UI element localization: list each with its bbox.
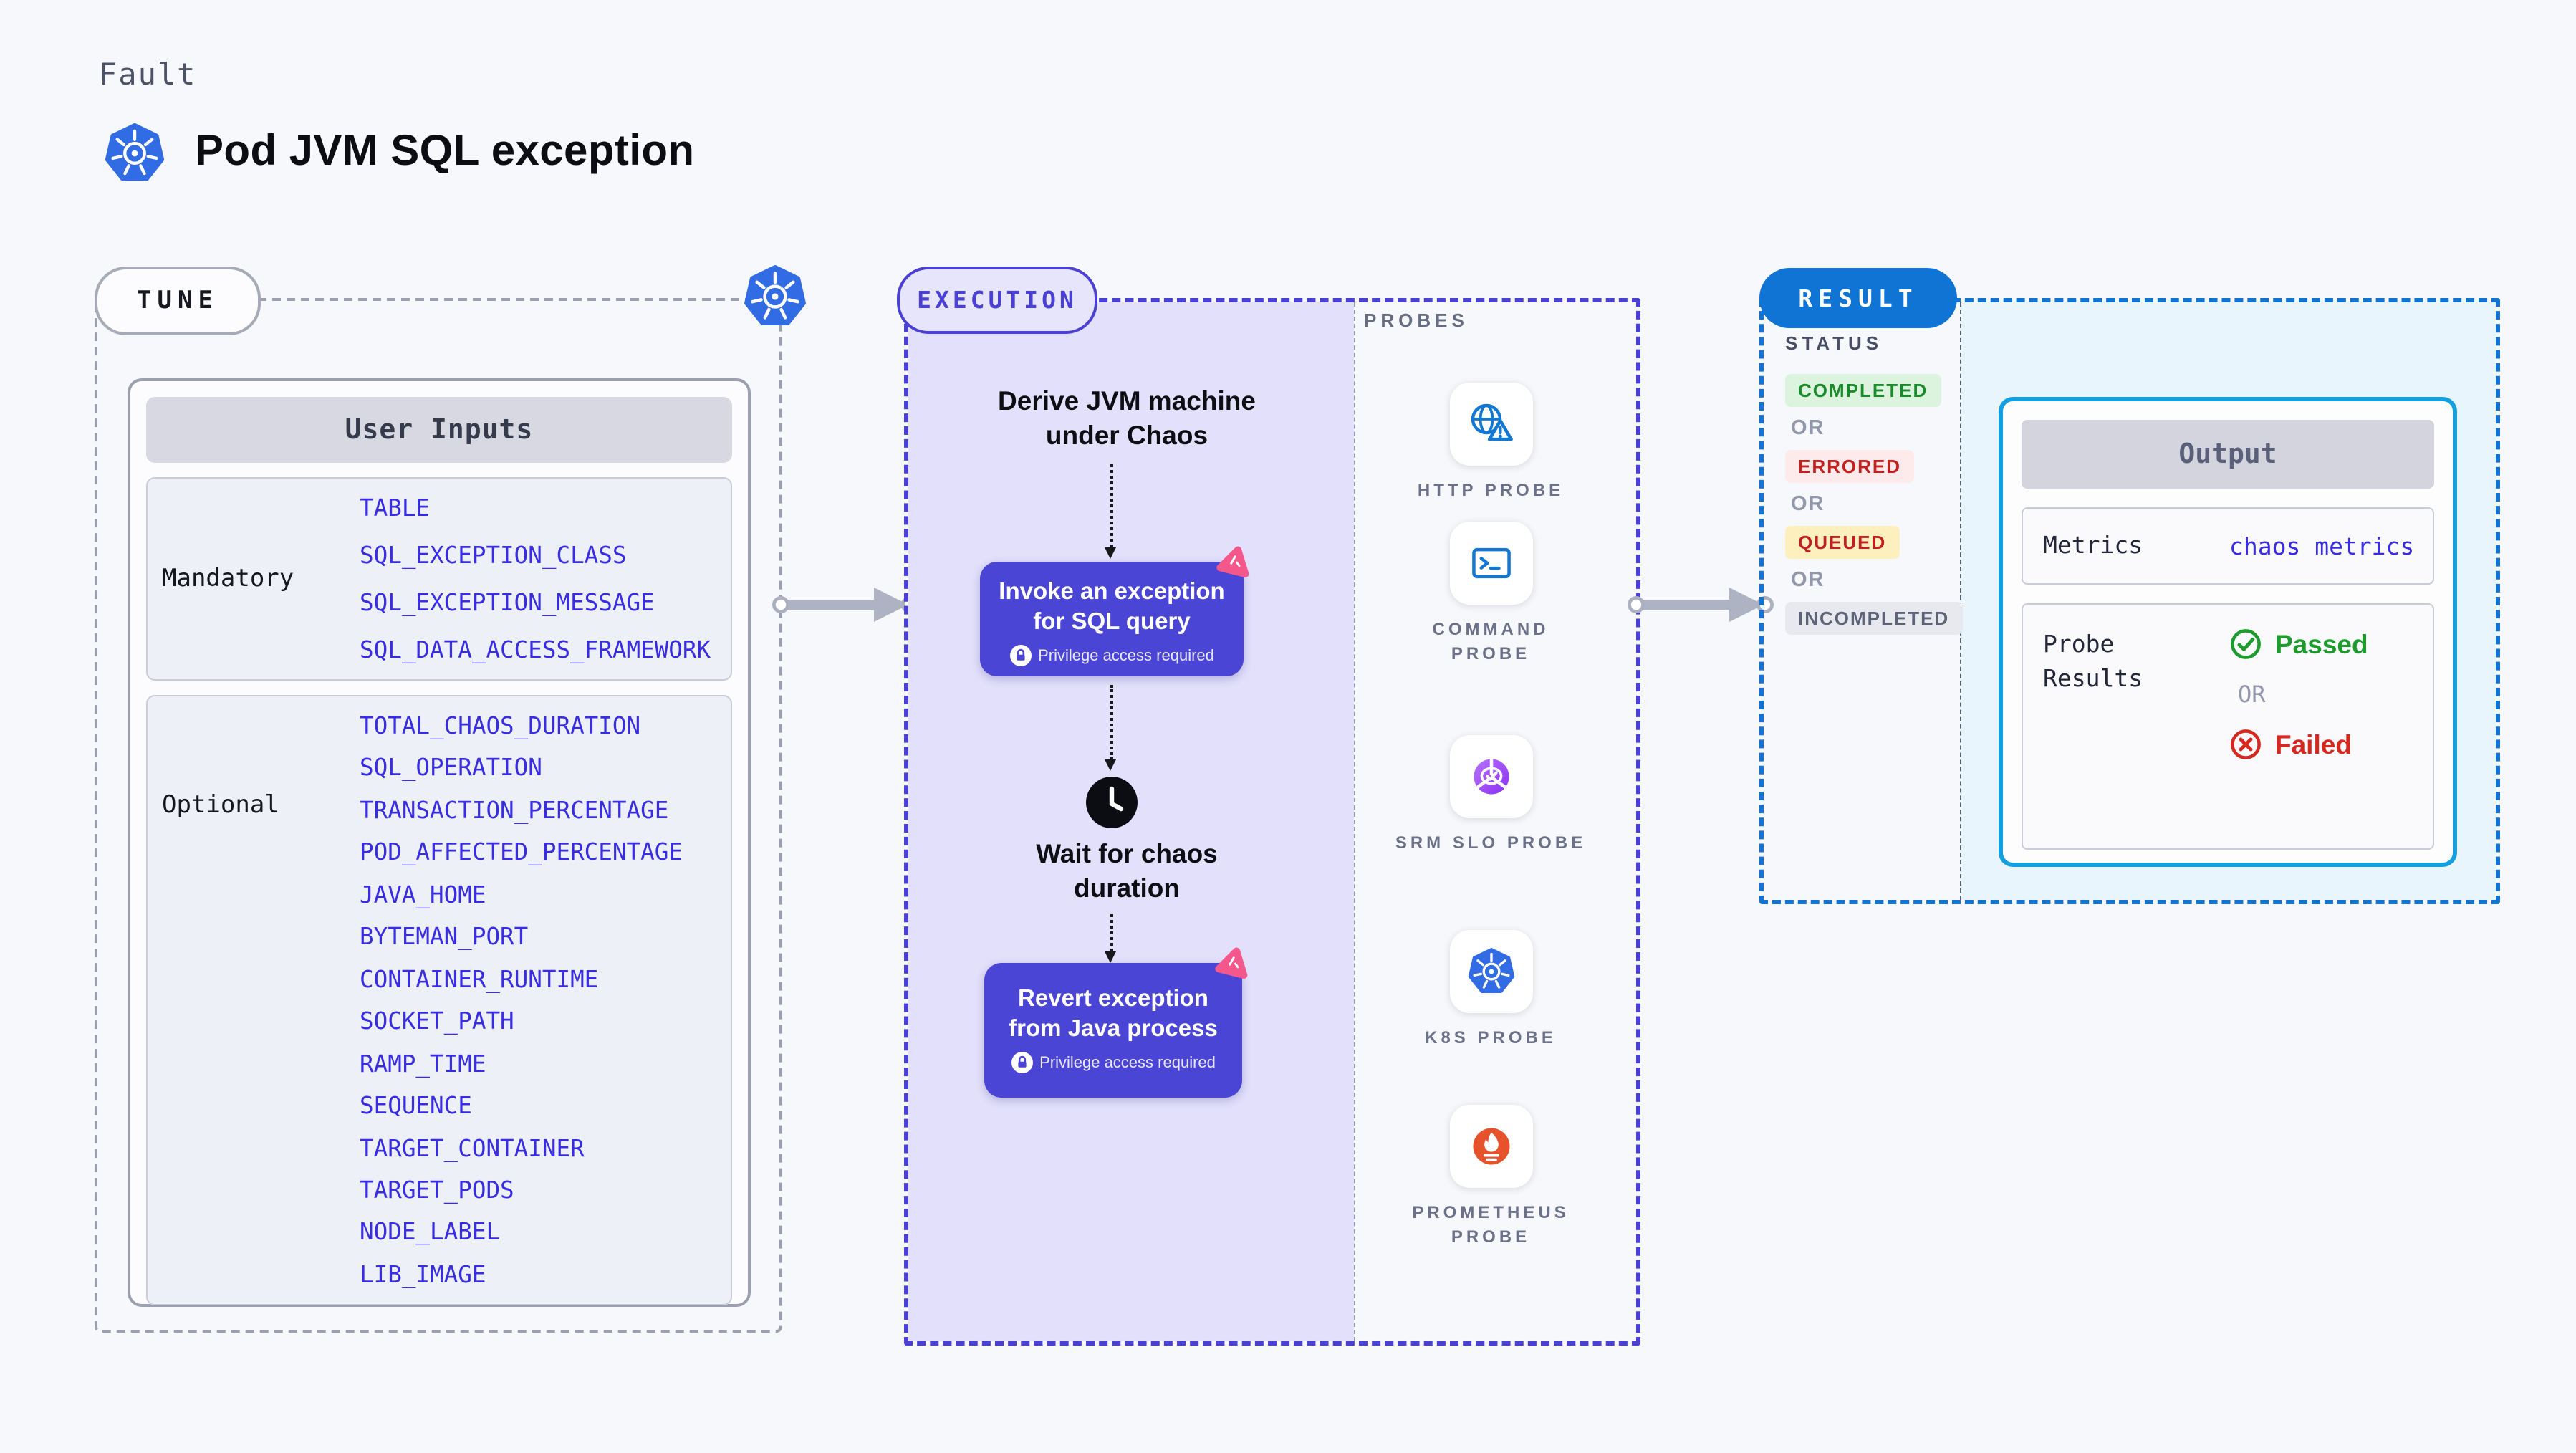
env-var: SQL_EXCEPTION_MESSAGE bbox=[360, 589, 655, 616]
env-var: RAMP_TIME bbox=[360, 1050, 486, 1078]
env-var: LIB_IMAGE bbox=[360, 1260, 486, 1288]
env-var: SQL_EXCEPTION_CLASS bbox=[360, 542, 627, 569]
failed-row: Failed bbox=[2229, 728, 2352, 761]
or-label: OR bbox=[1791, 417, 1825, 440]
output-box: Output Metrics chaos metrics Probe Resul… bbox=[1999, 397, 2457, 867]
metrics-row: Metrics chaos metrics bbox=[2022, 507, 2434, 585]
env-var: CONTAINER_RUNTIME bbox=[360, 965, 599, 993]
status-heading: STATUS bbox=[1785, 332, 1883, 354]
metrics-value: chaos metrics bbox=[2229, 532, 2415, 560]
revert-exception-step: Revert exception from Java process Privi… bbox=[984, 963, 1242, 1098]
execution-panel bbox=[904, 298, 1640, 1346]
result-pill: RESULT bbox=[1759, 268, 1957, 328]
prometheus-icon bbox=[1449, 1105, 1532, 1188]
user-inputs-card: User Inputs Mandatory TABLE SQL_EXCEPTION… bbox=[128, 378, 751, 1307]
page-title: Pod JVM SQL exception bbox=[195, 128, 695, 175]
kubernetes-icon bbox=[1449, 930, 1532, 1013]
env-var: TRANSACTION_PERCENTAGE bbox=[360, 796, 669, 824]
globe-warning-icon bbox=[1449, 383, 1532, 466]
status-badge-incompleted: INCOMPLETED bbox=[1785, 602, 1963, 635]
mandatory-items: TABLE SQL_EXCEPTION_CLASS SQL_EXCEPTION_ME… bbox=[331, 479, 731, 679]
probe-results-values: Passed OR Failed bbox=[2229, 628, 2368, 761]
kubernetes-icon bbox=[741, 262, 809, 338]
env-var: BYTEMAN_PORT bbox=[360, 923, 529, 951]
dotted-arrow-down bbox=[1105, 914, 1117, 963]
lock-icon bbox=[1011, 1052, 1033, 1073]
kubernetes-icon bbox=[102, 120, 168, 193]
user-inputs-header: User Inputs bbox=[146, 397, 732, 463]
env-var: TARGET_CONTAINER bbox=[360, 1134, 585, 1162]
dotted-arrow-down bbox=[1105, 464, 1117, 559]
tune-panel bbox=[95, 298, 782, 1333]
env-var: SEQUENCE bbox=[360, 1092, 472, 1120]
execution-flow-background bbox=[908, 302, 1354, 1341]
optional-items: TOTAL_CHAOS_DURATION SQL_OPERATION TRANSAC… bbox=[331, 696, 731, 1304]
optional-row: Optional TOTAL_CHAOS_DURATION SQL_OPERATI… bbox=[146, 695, 732, 1305]
probes-heading: PROBES bbox=[1364, 310, 1469, 331]
tune-pill: TUNE bbox=[95, 267, 261, 335]
metrics-label: Metrics bbox=[2043, 532, 2143, 559]
env-var: TABLE bbox=[360, 494, 431, 522]
probe-results-label: Probe Results bbox=[2043, 630, 2143, 692]
or-label: OR bbox=[1791, 569, 1825, 592]
or-label: OR bbox=[2238, 681, 2266, 708]
status-column: STATUS COMPLETED OR ERRORED OR QUEUED OR INCOM… bbox=[1785, 332, 1963, 635]
probe-item-command: COMMAND PROBE bbox=[1350, 522, 1632, 666]
invoke-exception-step: Invoke an exception for SQL query Privil… bbox=[980, 562, 1244, 676]
mandatory-row: Mandatory TABLE SQL_EXCEPTION_CLASS SQL_EX… bbox=[146, 477, 732, 681]
status-badge-completed: COMPLETED bbox=[1785, 374, 1941, 407]
status-badge-errored: ERRORED bbox=[1785, 450, 1915, 483]
chaos-spark-icon bbox=[1215, 944, 1252, 989]
dotted-arrow-down bbox=[1105, 685, 1117, 771]
output-header: Output bbox=[2022, 420, 2434, 489]
clock-icon bbox=[1083, 774, 1140, 838]
fault-eyebrow: Fault bbox=[99, 57, 197, 92]
failed-label: Failed bbox=[2275, 729, 2352, 759]
derive-step-text: Derive JVM machine under Chaos bbox=[998, 385, 1256, 450]
probe-item-http: HTTP PROBE bbox=[1350, 383, 1632, 503]
env-var: SQL_DATA_ACCESS_FRAMEWORK bbox=[360, 636, 711, 663]
wait-step-text: Wait for chaos duration bbox=[1036, 838, 1218, 903]
arrow-probes-to-result bbox=[1627, 588, 1774, 622]
execution-pill: EXECUTION bbox=[897, 267, 1097, 334]
probe-item-k8s: K8S PROBE bbox=[1350, 930, 1632, 1050]
env-var: SOCKET_PATH bbox=[360, 1007, 514, 1035]
or-label: OR bbox=[1791, 493, 1825, 516]
probe-results-row: Probe Results Passed OR Fai bbox=[2022, 603, 2434, 850]
probe-item-prometheus: PROMETHEUS PROBE bbox=[1350, 1105, 1632, 1250]
status-badge-queued: QUEUED bbox=[1785, 526, 1900, 559]
lock-icon bbox=[1009, 645, 1032, 666]
env-var: NODE_LABEL bbox=[360, 1218, 501, 1246]
chaos-spark-icon bbox=[1216, 543, 1254, 588]
probes-panel bbox=[1354, 302, 1636, 1341]
env-var: POD_AFFECTED_PERCENTAGE bbox=[360, 838, 683, 866]
check-circle-icon bbox=[2231, 629, 2261, 659]
privilege-note: Privilege access required bbox=[984, 1052, 1242, 1073]
x-circle-icon bbox=[2231, 729, 2261, 759]
passed-label: Passed bbox=[2275, 628, 2368, 658]
arrow-tune-to-execution bbox=[772, 588, 918, 622]
mandatory-label: Mandatory bbox=[162, 565, 294, 593]
optional-label: Optional bbox=[162, 791, 279, 820]
env-var: SQL_OPERATION bbox=[360, 754, 542, 782]
env-var: TARGET_PODS bbox=[360, 1176, 514, 1204]
passed-row: Passed bbox=[2229, 628, 2368, 661]
status-list: COMPLETED OR ERRORED OR QUEUED OR INCOMPLETED bbox=[1785, 374, 1963, 635]
probe-item-srm-slo: SRM SLO PROBE bbox=[1350, 735, 1632, 855]
slo-gauge-icon bbox=[1449, 735, 1532, 818]
privilege-note: Privilege access required bbox=[980, 645, 1244, 666]
env-var: TOTAL_CHAOS_DURATION bbox=[360, 712, 641, 739]
terminal-icon bbox=[1449, 522, 1532, 605]
env-var: JAVA_HOME bbox=[360, 881, 486, 908]
